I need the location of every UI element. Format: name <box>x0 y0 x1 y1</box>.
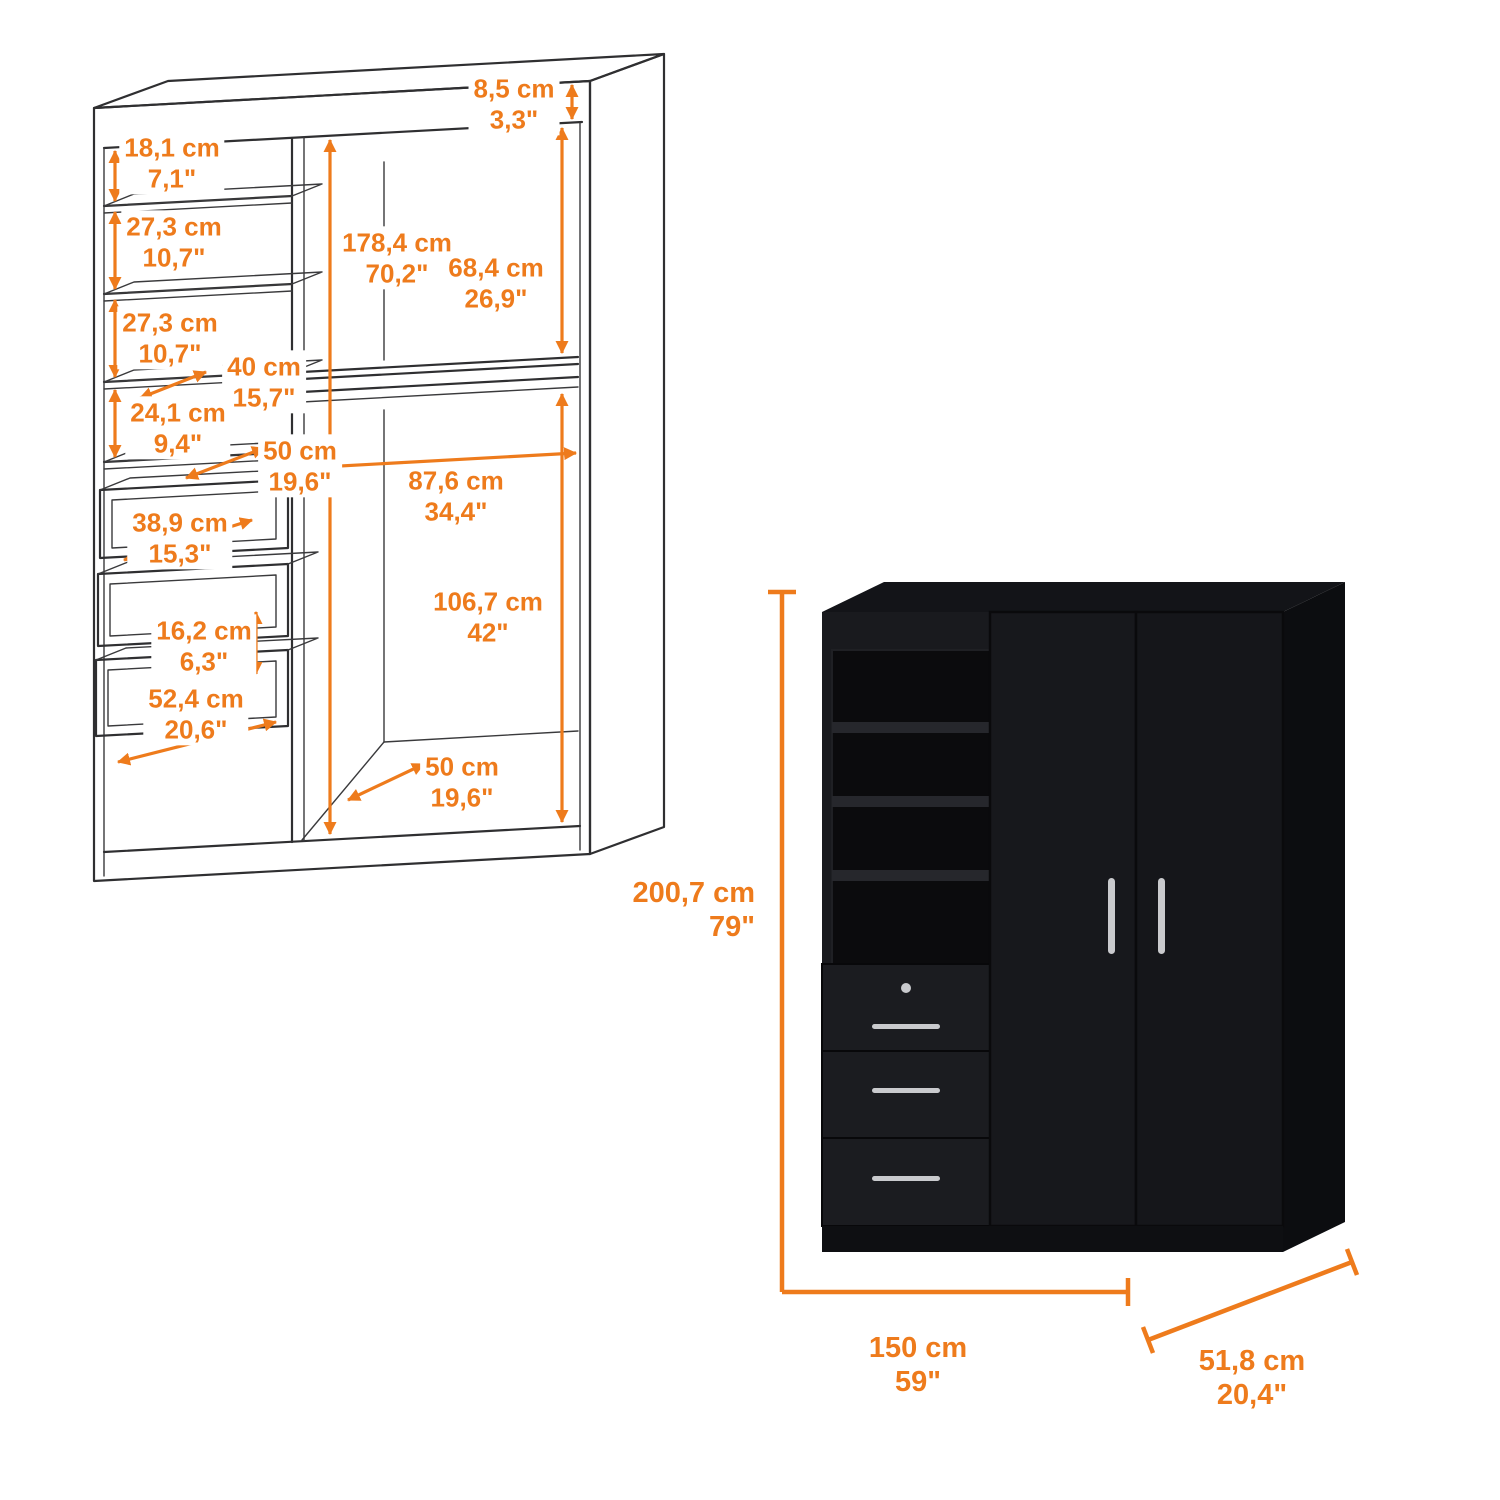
drawer-handle <box>872 1088 940 1093</box>
dim-in-value: 15,7" <box>232 382 296 412</box>
interior-back-floor-edge <box>383 730 579 743</box>
dim-cm-value: 150 cm <box>868 1331 968 1364</box>
dim-label-drawer-width: 38,9 cm 15,3" <box>127 506 233 570</box>
cabinet-drawer-1 <box>821 963 991 1052</box>
cabinet-side-face <box>1283 582 1345 1252</box>
dim-label-crown: 8,5 cm 3,3" <box>468 72 560 136</box>
dim-cm-value: 8,5 cm <box>473 73 555 104</box>
wireframe-side-face <box>588 52 666 856</box>
dim-label-product-width: 150 cm 59" <box>863 1329 973 1401</box>
drawer-inner <box>109 574 277 637</box>
dim-cm-value: 87,6 cm <box>408 465 504 496</box>
dim-label-shelf-depth: 40 cm 15,7" <box>222 350 306 414</box>
dim-label-hanging-width: 87,6 cm 34,4" <box>403 464 509 528</box>
dim-cm-value: 40 cm <box>227 351 301 382</box>
dim-label-shelf-section-a: 27,3 cm 10,7" <box>121 210 227 274</box>
drawer-inner <box>111 490 277 549</box>
dim-in-value: 70,2" <box>365 258 429 288</box>
dim-label-top-section: 18,1 cm 7,1" <box>119 131 225 195</box>
wireframe-floor-line <box>102 824 582 854</box>
drawer-handle <box>872 1176 940 1181</box>
cabinet-top-face <box>822 582 1345 612</box>
wireframe-drawing <box>92 52 666 883</box>
dim-in-value: 9,4" <box>153 428 203 458</box>
drawer-lock-icon <box>901 983 911 993</box>
dim-in-value: 6,3" <box>179 646 229 676</box>
dim-label-bottom-depth: 50 cm 19,6" <box>420 750 504 814</box>
dim-label-drawer-height: 16,2 cm 6,3" <box>151 614 257 678</box>
interior-floor-corner <box>301 741 385 841</box>
dim-line-product-depth <box>1147 1259 1353 1343</box>
dim-in-value: 20,6" <box>164 714 228 744</box>
dim-cm-value: 178,4 cm <box>342 227 452 258</box>
dim-cm-value: 16,2 cm <box>156 615 252 646</box>
dim-cm-value: 50 cm <box>425 751 499 782</box>
dim-cm-value: 52,4 cm <box>148 683 244 714</box>
dim-in-value: 3,3" <box>489 104 539 134</box>
drawer-front <box>98 478 290 560</box>
dim-cm-value: 68,4 cm <box>448 252 544 283</box>
dim-in-value: 10,7" <box>138 338 202 368</box>
dim-in-value: 10,7" <box>142 242 206 272</box>
dim-cm-value: 27,3 cm <box>126 211 222 242</box>
wireframe-hanging-section <box>300 161 580 841</box>
dim-line-column-depth <box>185 446 265 480</box>
dim-in-value: 79" <box>708 911 755 943</box>
dim-cm-value: 18,1 cm <box>124 132 220 163</box>
cabinet-drawer-2 <box>821 1050 991 1139</box>
dim-cm-value: 50 cm <box>263 435 337 466</box>
dim-label-column-depth: 50 cm 19,6" <box>258 434 342 498</box>
product-dimension-lines <box>768 589 1360 1354</box>
dim-tick <box>1344 1248 1360 1276</box>
dim-in-value: 7,1" <box>147 163 197 193</box>
shelf-top-surface <box>103 271 323 295</box>
cabinet-shelf <box>832 722 990 733</box>
dim-label-upper-hanging: 68,4 cm 26,9" <box>443 251 549 315</box>
cabinet-plinth <box>822 1226 1283 1252</box>
cabinet-shelf <box>832 870 990 881</box>
dim-label-shelf-section-b: 27,3 cm 10,7" <box>117 306 223 370</box>
dim-in-value: 15,3" <box>148 538 212 568</box>
cabinet-drawer-3 <box>821 1137 991 1227</box>
dim-cm-value: 24,1 cm <box>130 397 226 428</box>
dim-tick <box>1140 1326 1156 1354</box>
dim-in-value: 20,4" <box>1216 1379 1288 1411</box>
dim-in-value: 26,9" <box>464 283 528 313</box>
cabinet-shelf <box>832 796 990 807</box>
shelf-bottom-edge <box>103 290 293 302</box>
dim-label-product-depth: 51,8 cm 20,4" <box>1193 1342 1311 1414</box>
middle-shelf-top <box>300 375 580 394</box>
dim-in-value: 19,6" <box>268 466 332 496</box>
dim-line-hanging-width <box>302 447 578 474</box>
dim-cm-value: 200,7 cm <box>632 876 755 909</box>
dim-line-shelf-depth <box>139 370 207 400</box>
dim-label-shelf-section-c: 24,1 cm 9,4" <box>125 396 231 460</box>
wireframe-front-face <box>92 79 592 883</box>
middle-shelf-bottom <box>301 386 579 403</box>
dim-in-value: 59" <box>894 1366 942 1398</box>
dim-label-interior-height: 178,4 cm 70,2" <box>337 226 457 290</box>
drawer-handle <box>872 1024 940 1029</box>
door-handle <box>1158 878 1165 954</box>
dim-cm-value: 27,3 cm <box>122 307 218 338</box>
dim-cm-value: 106,7 cm <box>433 586 543 617</box>
dim-in-value: 42" <box>467 617 509 647</box>
dim-cm-value: 38,9 cm <box>132 507 228 538</box>
door-handle <box>1108 878 1115 954</box>
product-render <box>821 582 1345 1252</box>
hanging-rod-top <box>300 355 580 374</box>
dim-cm-value: 51,8 cm <box>1198 1344 1306 1377</box>
dim-in-value: 34,4" <box>424 496 488 526</box>
dim-label-product-height: 200,7 cm 79" <box>627 874 760 946</box>
dim-label-drawer-bottom-width: 52,4 cm 20,6" <box>143 682 249 746</box>
shelf-top-surface <box>103 183 323 207</box>
dim-in-value: 19,6" <box>430 782 494 812</box>
hanging-rod-bottom <box>300 362 580 381</box>
dim-label-lower-hanging: 106,7 cm 42" <box>428 585 548 649</box>
dim-line-bottom-depth <box>347 762 425 802</box>
